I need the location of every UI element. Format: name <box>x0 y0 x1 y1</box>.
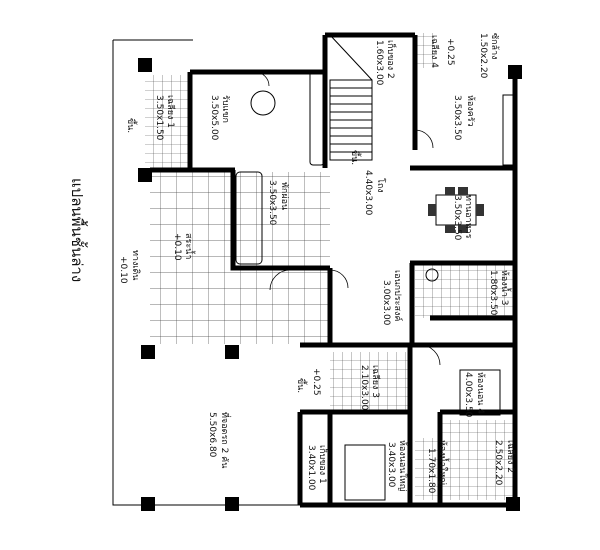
coffee-table <box>250 90 276 116</box>
up-label-veranda: ขึ้น. <box>125 118 138 133</box>
room-carport-name: ที่จอดรถ 2 คัน <box>219 412 232 468</box>
room-veranda-1-size: 3.50x1.50 <box>154 95 164 141</box>
room-veranda-4-name: เฉลียง 4 <box>429 35 440 68</box>
room-bath-3-name: ห้องน้ำ 3 <box>499 270 512 306</box>
room-dining-name: ทานอาหาร <box>463 195 473 239</box>
room-kitchen-name: ห้องครัว <box>465 95 476 127</box>
room-carport-size: 5.50x6.80 <box>207 412 217 458</box>
toilet <box>425 268 439 282</box>
room-dining-size: 3.50x3.50 <box>452 195 462 241</box>
furniture <box>235 69 514 501</box>
plan-title: แปลนพื้นชั้นล่าง <box>68 178 88 282</box>
up-label-stair: ขึ้น. <box>349 150 362 165</box>
room-walkway-level: +0.10 <box>118 256 128 284</box>
room-veranda-2-size: 2.50x2.20 <box>493 440 503 486</box>
room-living-name: รับแขก <box>220 95 230 123</box>
room-master-bath-name: ห้องน้ำใหญ่ <box>437 440 450 485</box>
master-bath-tiles <box>415 438 440 500</box>
room-labels: ทางเดิน +0.10 เฉลียง 1 3.50x1.50 รับแขก … <box>118 33 516 494</box>
room-hall-name: โถง <box>375 178 386 193</box>
up-label-veranda-3: ขึ้น. <box>295 378 308 393</box>
room-walkway-name: ทางเดิน <box>130 250 141 280</box>
sofa <box>235 171 263 265</box>
room-master-bedroom-size: 3.40x3.00 <box>386 442 396 488</box>
room-veranda-3-size: 2.10x3.00 <box>359 365 369 411</box>
room-veranda-2-name: เฉลียง 2 <box>505 440 516 473</box>
patio-tiles <box>150 172 330 344</box>
room-bath-3-size: 1.80x3.50 <box>488 270 498 316</box>
level-veranda-3: +0.25 <box>311 368 321 396</box>
veranda-3-tiles <box>330 352 410 412</box>
room-family-name: พักผ่อน <box>279 182 289 210</box>
room-bedroom-4-name: ห้องนอน 4 <box>475 372 486 414</box>
room-storage-1-name: เก็บของ 1 <box>317 445 330 484</box>
room-laundry-size: 1.50x2.20 <box>478 33 488 79</box>
room-master-bath-size: 1.70x1.80 <box>426 448 436 494</box>
room-living-size: 3.50x5.00 <box>209 95 219 141</box>
doors <box>254 71 441 366</box>
veranda-1-tiles <box>145 75 190 170</box>
room-storage-2-size: 1.60x3.00 <box>374 40 384 86</box>
walls <box>150 32 518 508</box>
room-storage-1-size: 3.40x1.00 <box>306 445 316 491</box>
room-pool-name: สระน้ำ <box>183 233 196 259</box>
veranda-2-tiles <box>438 420 513 500</box>
room-family-size: 3.50x3.50 <box>267 180 277 226</box>
level-veranda-4: +0.25 <box>445 38 455 66</box>
kitchen-counter <box>502 94 514 166</box>
room-laundry-name: ซักล้าง <box>489 33 500 60</box>
room-hall-size: 4.40x3.00 <box>363 170 373 216</box>
master-bed <box>344 444 386 501</box>
room-multipurpose-size: 3.00x3.00 <box>381 280 391 326</box>
cabinet <box>309 69 325 166</box>
bed-4 <box>459 369 501 416</box>
staircase <box>329 34 373 161</box>
veranda-4-tiles <box>415 33 435 68</box>
columns <box>138 58 522 511</box>
room-pool-level: +0.10 <box>172 233 182 261</box>
bathroom-3-tiles <box>415 263 513 318</box>
room-veranda-3-name: เฉลียง 3 <box>370 365 381 398</box>
room-master-bedroom-name: ห้องนอนใหญ่ <box>397 440 408 492</box>
room-kitchen-size: 3.50x3.50 <box>452 95 462 141</box>
room-veranda-1-name: เฉลียง 1 <box>165 95 176 128</box>
room-bedroom-4-size: 4.00x3.50 <box>463 372 473 418</box>
room-multipurpose-name: เอนกประสงค์ <box>392 270 404 321</box>
room-storage-2-name: เก็บของ 2 <box>385 40 398 79</box>
